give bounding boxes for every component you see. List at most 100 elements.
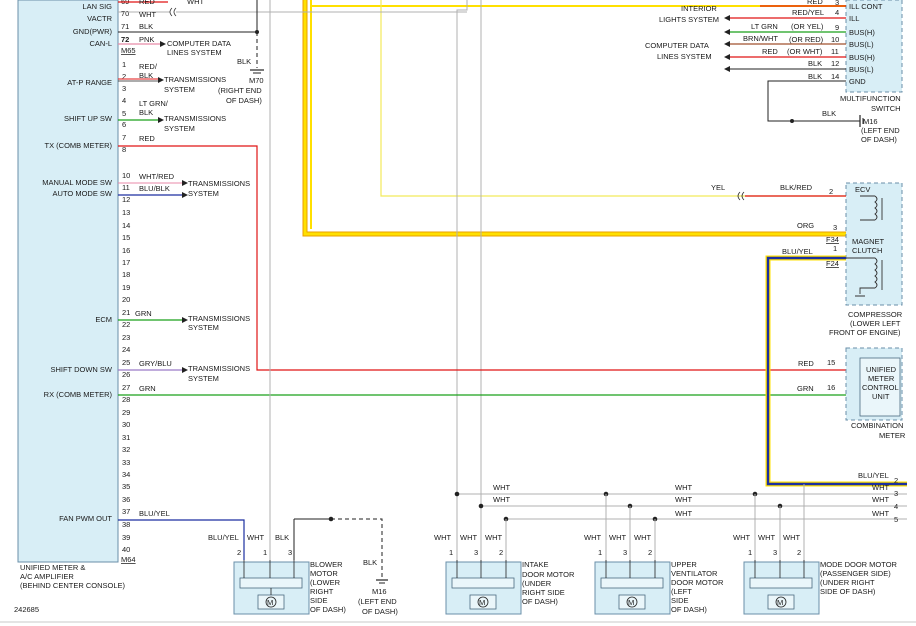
m16-bottom-3: OF DASH) [362,607,398,616]
bus-pin-2: 2 [894,476,898,485]
compressor-clutch-2: CLUTCH [852,246,882,255]
label-shift-down: SHIFT DOWN SW [50,365,112,374]
ref-cdl-right-1: COMPUTER DATA [645,41,709,50]
wire-label-wht-top: WHT [187,0,204,6]
bus-wht-2a: WHT [493,495,510,504]
intake-m-symbol: M [479,598,485,607]
intake-wire-wht-2: WHT [460,533,477,542]
mode-wire-wht-2: WHT [758,533,775,542]
bus-wht-2c: WHT [872,495,889,504]
intake-name-1: INTAKE [522,560,549,569]
pin-36: 36 [122,495,130,504]
ref-computer-data-2: LINES SYSTEM [167,48,222,57]
amplifier-name-2: A/C AMPLIFIER [20,572,74,581]
label-tx: TX (COMB METER) [45,141,113,150]
pin-71: 71 [121,22,129,31]
m16-top-3: OF DASH) [861,135,897,144]
compressor-name-3: FRONT OF ENGINE) [829,328,901,337]
intake-name-5: OF DASH) [522,597,558,606]
mfs-pin-ill: ILL [849,14,859,23]
connector-f24: F24 [826,259,839,268]
mfs-num-12: 12 [831,59,839,68]
upper-pin-2: 2 [648,548,652,557]
mfs-wire-or-wht: (OR WHT) [787,47,823,56]
pin-15: 15 [122,233,130,242]
blower-name-2: MOTOR [310,569,338,578]
m70-label-2: (RIGHT END [218,86,262,95]
wire-label-grn-21: GRN [135,309,152,318]
wire-wht-gray-1 [456,0,468,565]
pin-2: 2 [122,72,126,81]
label-fan-pwm: FAN PWM OUT [59,514,112,523]
bus-wht-1c: WHT [872,483,889,492]
blower-pin-1: 1 [263,548,267,557]
wire-label-wht-70: WHT [139,10,156,19]
umcu-1: UNIFIED [866,365,897,374]
mfs-num-11: 11 [831,47,839,56]
ref-trans-up-2: SYSTEM [164,124,195,133]
pin-27: 27 [122,383,130,392]
m16-top-2: (LEFT END [861,126,900,135]
wire-label-red-69: RED [139,0,155,6]
blower-pin-3: 3 [288,548,292,557]
pin-29: 29 [122,408,130,417]
wire-label-whtred-10: WHT/RED [139,172,175,181]
pin-25: 25 [122,358,130,367]
comp-wire-org: ORG [797,221,814,230]
blower-motor: BLK M16 (LEFT END OF DASH) M 2 1 3 BLU/Y… [208,516,398,616]
pin-23: 23 [122,333,130,342]
ground-m70: BLK M70 (RIGHT END OF DASH) [218,57,264,105]
pin-10: 10 [122,171,130,180]
pin-35: 35 [122,482,130,491]
cm-name-2: METER [879,431,906,440]
intake-pin-3: 3 [474,548,478,557]
mfs-wire-blk-1: BLK [808,59,822,68]
mfs-pin-bus-h-1: BUS(H) [849,28,875,37]
pin-5: 5 [122,109,126,118]
pin-17: 17 [122,258,130,267]
compressor-wires: YEL BLK/RED ORG BLU/YEL BLU/YEL [711,183,907,487]
upper-m-symbol: M [628,598,634,607]
bus-wht-2b: WHT [675,495,692,504]
ref-trans-down-2: SYSTEM [188,374,219,383]
label-vactr: VACTR [87,14,112,23]
upper-name-5: SIDE [671,596,689,605]
ref-trans-mode-1: TRANSMISSIONS [188,179,250,188]
cm-name-1: COMBINATION [851,421,903,430]
blower-pin-2: 2 [237,548,241,557]
ref-interior-1: INTERIOR [681,4,717,13]
upper-wire-wht-2: WHT [609,533,626,542]
m16-top-1: M16 [863,117,878,126]
compressor-clutch-1: MAGNET [852,237,885,246]
mode-wire-wht-1: WHT [733,533,750,542]
mode-m-symbol: M [777,598,783,607]
wire-blk-m70: BLK [237,57,251,66]
upper-ventilator-door-motor: M 1 3 2 WHT WHT WHT UPPER VENTILATOR DOO… [584,533,724,615]
compressor-pin-3: 3 [833,223,837,232]
mfs-wire-blk-gnd: BLK [822,109,836,118]
m70-label-1: M70 [249,76,264,85]
amplifier-body [17,0,119,563]
pin-32: 32 [122,445,130,454]
mode-pin-2: 2 [797,548,801,557]
pin-20: 20 [122,295,130,304]
mfs-pin-bus-l-1: BUS(L) [849,40,874,49]
intake-door-motor: M 1 3 2 WHT WHT WHT INTAKE DOOR MOTOR (U… [434,533,575,615]
blower-name-4: RIGHT [310,587,334,596]
mode-pin-1: 1 [748,548,752,557]
cm-pin-16: 16 [827,383,835,392]
pin-3: 3 [122,84,126,93]
mfs-wire-red-2: RED [762,47,778,56]
yellow-bus [302,0,846,237]
pin-7: 7 [122,133,126,142]
connector-m65: M65 [121,46,136,55]
blower-name-3: (LOWER [310,578,341,587]
bus-wht-3a: WHT [675,509,692,518]
mfs-pin-gnd: GND [849,77,866,86]
upper-name-1: UPPER [671,560,697,569]
pin-30: 30 [122,420,130,429]
amplifier-pins: 69 70 71 72 M65 1 2 3 4 5 6 7 8 10 11 12… [121,0,136,564]
wire-label-red-7: RED [139,134,155,143]
pin-16: 16 [122,246,130,255]
umcu-4: UNIT [872,392,890,401]
